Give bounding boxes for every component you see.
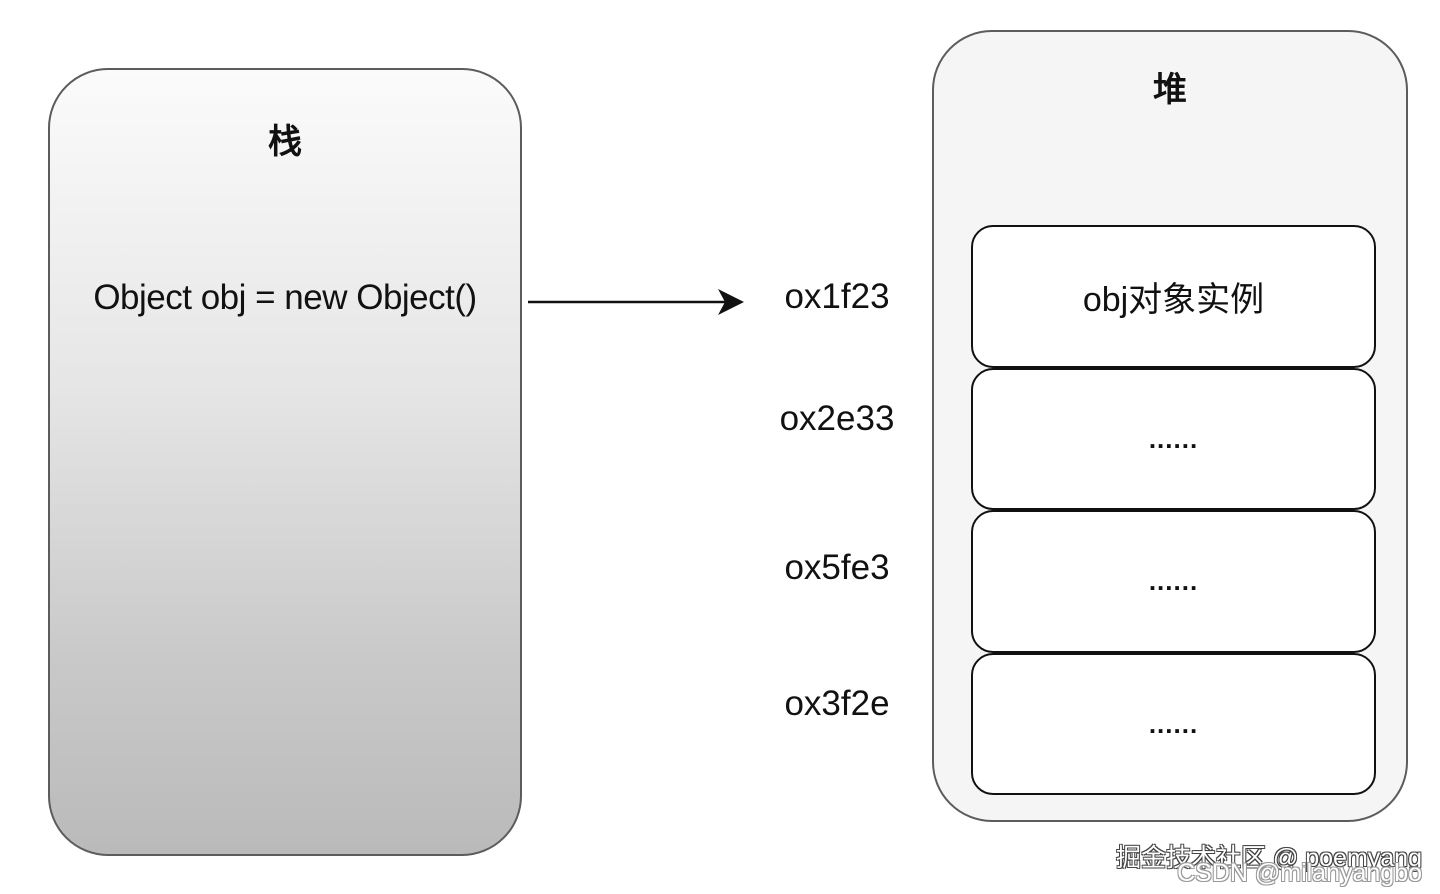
stack-panel: 栈 Object obj = new Object() (48, 68, 522, 856)
heap-address-3: ox5fe3 (784, 548, 890, 587)
heap-cell-4: ...... (971, 653, 1376, 795)
heap-cell-object-instance: obj对象实例 (971, 225, 1376, 368)
heap-address-2: ox2e33 (779, 399, 895, 438)
heap-cell-2: ...... (971, 368, 1376, 510)
watermark: 掘金技术社区 @ poemyang CSDN @milanyangbo (1116, 846, 1422, 886)
heap-cell-label: ...... (1148, 566, 1199, 596)
heap-cell-label: ...... (1148, 708, 1199, 739)
heap-cell-label: ...... (1148, 423, 1199, 454)
reference-arrow-head (718, 289, 744, 315)
heap-cell-3: ...... (971, 510, 1376, 653)
heap-cell-label: obj对象实例 (1082, 281, 1265, 319)
reference-arrow (528, 289, 744, 315)
stack-variable-declaration: Object obj = new Object() (93, 278, 477, 317)
watermark-primary: 掘金技术社区 @ poemyang (1115, 844, 1422, 872)
heap-address-1: ox1f23 (784, 277, 890, 316)
heap-address-4: ox3f2e (784, 684, 890, 723)
stack-title: 栈 (268, 122, 302, 162)
heap-title: 堆 (1153, 70, 1187, 110)
watermark-secondary: CSDN @milanyangbo (1177, 859, 1422, 887)
